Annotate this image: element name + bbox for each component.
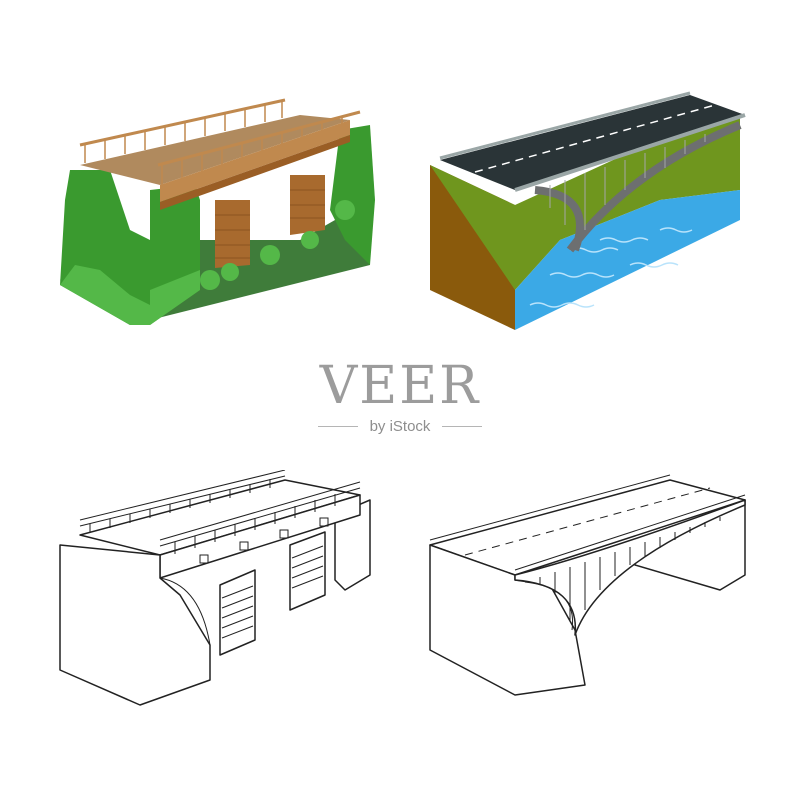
front-rail-top	[157, 110, 361, 167]
deck-underbeam	[160, 135, 350, 210]
arch-bridge-color-svg	[430, 91, 746, 330]
road-deck	[440, 95, 745, 190]
steel-arch	[534, 121, 742, 253]
bushes	[200, 200, 355, 290]
deck-front	[160, 120, 350, 202]
front-rail-posts	[161, 117, 343, 185]
right-cliff	[330, 125, 375, 265]
wood-bridge-color-icon	[50, 90, 390, 340]
pillar-lines	[215, 189, 325, 259]
wood-bridge-outline-svg	[59, 469, 371, 706]
watermark-line-right	[442, 426, 483, 427]
wood-bridge-outline-icon	[50, 469, 390, 720]
outline-rail-posts	[89, 479, 336, 554]
watermark: VEER by iStock	[0, 360, 800, 435]
back-rail	[439, 91, 691, 160]
back-rail-posts	[84, 101, 283, 163]
right-pillar	[289, 531, 326, 611]
watermark-line-left	[317, 426, 358, 427]
outline-arch-details	[429, 474, 746, 631]
watermark-tagline-row: by iStock	[0, 418, 800, 435]
river-water	[515, 190, 740, 330]
middle-bush	[150, 270, 200, 325]
arch-bridge-color-icon	[420, 90, 760, 340]
outline-arch-hangers	[539, 517, 721, 620]
arch-bridge-outline-icon	[420, 470, 760, 720]
pillar-left	[215, 200, 250, 268]
arch-bridge-outline-svg	[429, 474, 746, 696]
arch-hangers	[549, 134, 706, 230]
outline-details	[79, 469, 361, 646]
front-rail	[514, 113, 746, 192]
wood-bridge-color-svg	[60, 98, 375, 325]
back-rail-top	[79, 98, 286, 147]
arch-band	[514, 499, 746, 636]
left-bush	[60, 265, 150, 325]
watermark-brand: VEER	[319, 356, 481, 416]
right-abutment	[334, 499, 371, 591]
water-waves	[529, 227, 693, 308]
watermark-tagline: by iStock	[369, 418, 431, 435]
